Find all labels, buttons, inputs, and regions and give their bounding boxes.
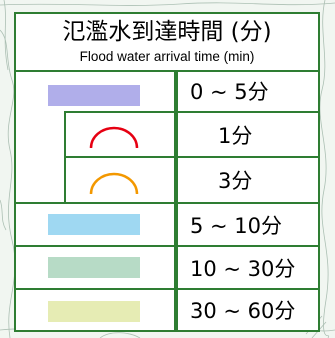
legend-title-zh: 氾濫水到達時間 (分)	[62, 19, 272, 45]
label-30-60: 30 ~ 60分	[176, 290, 318, 330]
column-divider	[174, 70, 176, 330]
label-3min: 3分	[176, 158, 318, 202]
label-1min: 1分	[176, 113, 318, 157]
legend-title-block: 氾濫水到達時間 (分) Flood water arrival time (mi…	[16, 14, 318, 72]
label-10-30: 10 ~ 30分	[176, 247, 318, 288]
label-0-5: 0 ~ 5分	[176, 70, 318, 112]
row-divider	[16, 288, 318, 290]
swatch-30-60	[48, 301, 140, 322]
swatch-5-10	[48, 214, 140, 235]
flood-legend: 氾濫水到達時間 (分) Flood water arrival time (mi…	[14, 12, 320, 332]
swatch-0-5	[48, 85, 140, 106]
swatch-10-30	[48, 257, 140, 278]
row-divider	[16, 245, 318, 247]
row-divider	[16, 202, 318, 204]
label-5-10: 5 ~ 10分	[176, 204, 318, 245]
row-divider	[64, 156, 318, 158]
legend-title-en: Flood water arrival time (min)	[79, 49, 255, 64]
arc-symbol-3min	[89, 172, 139, 195]
row-divider	[64, 111, 318, 113]
arc-symbol-1min	[89, 126, 139, 149]
